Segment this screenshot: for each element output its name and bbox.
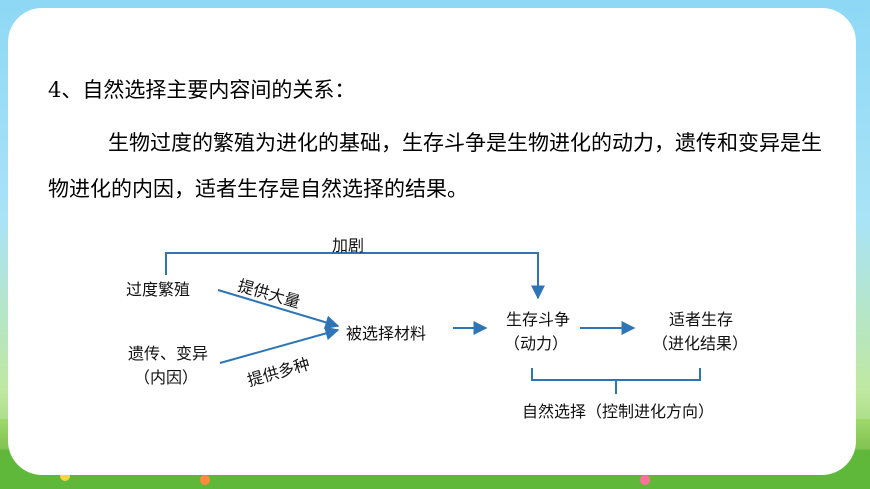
node-natural-selection: 自然选择（控制进化方向） [521,402,715,421]
node-overbreeding: 过度繁殖 [126,280,191,299]
summary-paragraph: 生物过度的繁殖为进化的基础，生存斗争是生物进化的动力，遗传和变异是生物进化的内因… [48,131,822,201]
node-survival: 适者生存 [668,310,734,329]
arrow-intensify [165,252,545,300]
node-heredity: 遗传、变异 [127,344,209,363]
node-struggle: 生存斗争 [505,310,571,329]
node-survival-sub: （进化结果） [651,334,749,353]
flower-decoration [200,475,210,485]
content-card: 4、自然选择主要内容间的关系： 生物过度的繁殖为进化的基础，生存斗争是生物进化的… [8,8,856,475]
flower-decoration [60,471,70,481]
relationship-diagram [165,252,701,394]
arrow-heredity-to-material [219,326,340,364]
node-heredity-sub: （内因） [133,368,199,387]
flower-decoration [640,475,650,485]
label-intensify: 加剧 [331,236,365,255]
arrow-overbreeding-to-material [217,289,340,330]
selection-bracket [531,368,701,394]
node-material: 被选择材料 [346,324,427,343]
node-struggle-sub: （动力） [503,334,569,353]
section-heading: 4、自然选择主要内容间的关系： [48,78,356,102]
